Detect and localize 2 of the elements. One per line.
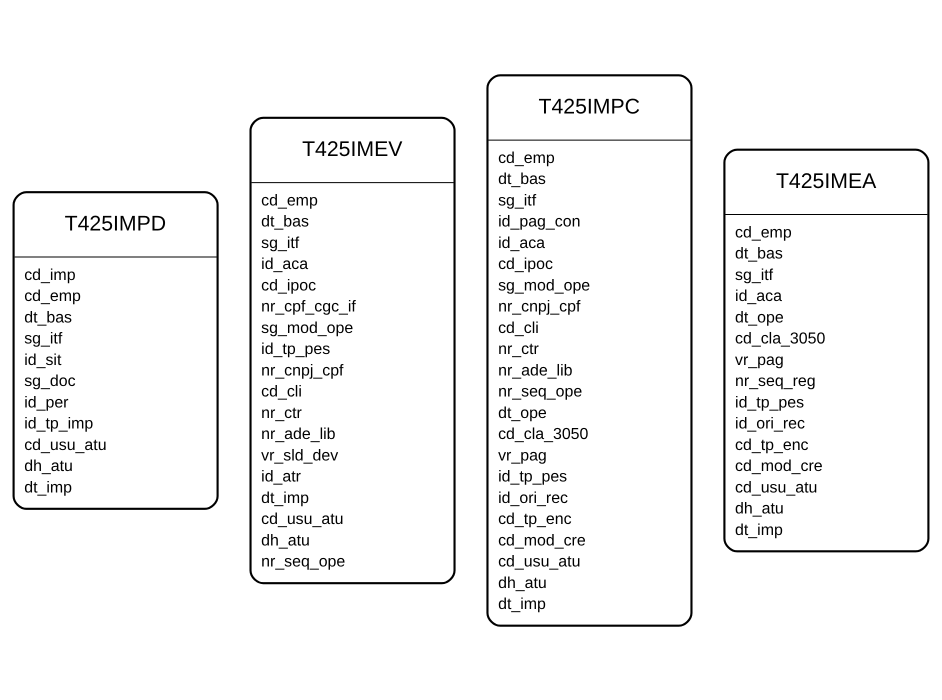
node-box: T425IMEV cd_emp dt_bas sg_itf id_aca cd_ipoc nr_cpf_cgc_if sg_mod_ope id_tp_pes nr_cnpj_cpf cd_cli nr_ctr nr_ade_lib vr_sld_dev id_atr dt_imp cd_usu_atu dh_atu nr_seq_ope <box>249 116 456 584</box>
node-box: T425IMPC cd_emp dt_bas sg_itf id_pag_con id_aca cd_ipoc sg_mod_ope nr_cnpj_cpf cd_cli nr_ctr nr_ade_lib nr_seq_ope dt_ope cd_cla_3050 vr_pag id_tp_pes id_ori_rec cd_tp_enc cd_mod_cre cd_usu_atu dh_atu dt_imp <box>486 74 693 626</box>
